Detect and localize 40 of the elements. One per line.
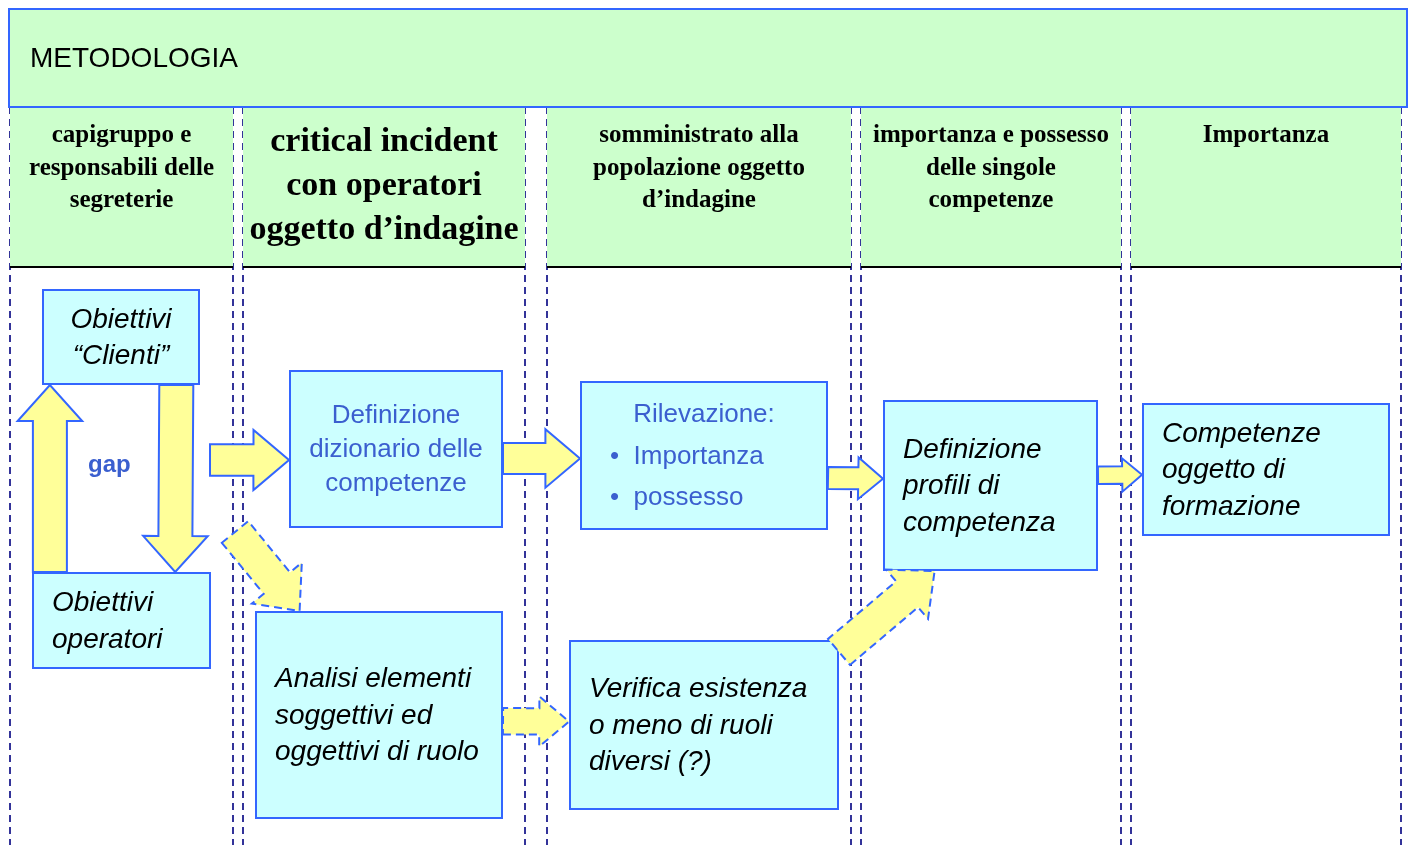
column-header bbox=[10, 106, 233, 268]
column-header bbox=[243, 106, 525, 268]
box-text: Rilevazione: bbox=[632, 396, 776, 430]
column-header bbox=[1131, 106, 1401, 268]
block-arrow bbox=[501, 694, 571, 749]
block-arrow bbox=[15, 383, 85, 573]
process-box bbox=[32, 572, 211, 669]
header-text: somministrato alla popolazione oggetto d’indagine bbox=[592, 119, 806, 214]
process-box bbox=[569, 640, 839, 810]
block-arrow bbox=[826, 455, 885, 502]
block-arrow bbox=[1096, 456, 1144, 494]
process-box bbox=[255, 611, 503, 819]
process-box bbox=[42, 289, 200, 385]
process-box bbox=[289, 370, 503, 528]
box-text: Obiettivi “Clienti” bbox=[69, 301, 173, 372]
block-arrow bbox=[502, 427, 582, 490]
box-text: Definizione dizionario delle competenze bbox=[309, 398, 483, 499]
bullet-item: • possesso bbox=[610, 480, 745, 514]
process-box bbox=[580, 381, 828, 530]
gap-label: gap bbox=[88, 450, 131, 478]
process-box bbox=[1142, 403, 1390, 536]
box-text: Verifica esistenza o meno di ruoli diversi (?) bbox=[589, 671, 809, 779]
box-text: Analisi elementi soggettivi ed oggettivi di ruolo bbox=[275, 661, 480, 769]
block-arrow bbox=[140, 383, 210, 574]
bullet-item: • Importanza bbox=[610, 438, 765, 472]
header-text: importanza e possesso delle singole competenze bbox=[871, 119, 1111, 214]
block-arrow bbox=[220, 519, 303, 613]
column-header bbox=[861, 106, 1121, 268]
header-text: Importanza bbox=[1201, 119, 1331, 149]
column-header bbox=[547, 106, 851, 268]
header-text: critical incident con operatori oggetto d’indagine bbox=[248, 120, 520, 249]
box-text: Obiettivi operatori bbox=[52, 585, 164, 656]
block-arrow bbox=[826, 568, 936, 667]
box-text: Definizione profili di competenza bbox=[903, 431, 1057, 539]
section-title: METODOLOGIA bbox=[30, 42, 238, 74]
box-text: Competenze oggetto di formazione bbox=[1162, 415, 1322, 523]
title-band bbox=[8, 8, 1408, 108]
header-text: capigruppo e responsabili delle segreterie bbox=[28, 119, 215, 214]
block-arrow bbox=[209, 427, 291, 493]
process-box bbox=[883, 400, 1098, 571]
